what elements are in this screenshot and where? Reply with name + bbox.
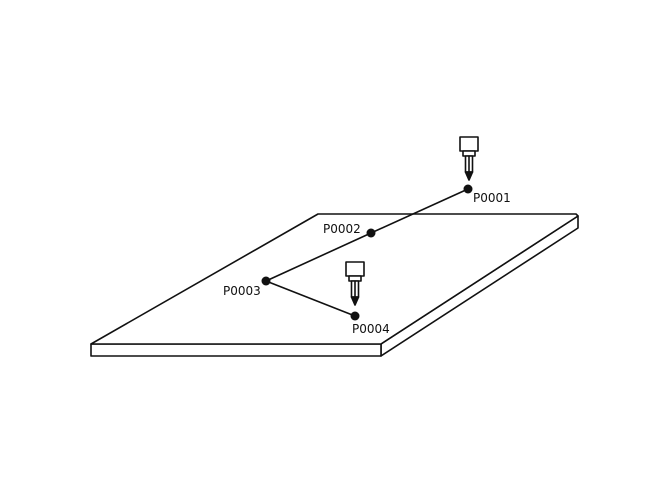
path-point-p1 — [463, 184, 473, 194]
point-label-p0002: P0002 — [323, 222, 361, 236]
point-label-p0001: P0001 — [473, 191, 511, 205]
path-points — [261, 184, 473, 321]
point-labels: P0001 P0002 P0003 P0004 — [223, 191, 511, 336]
tool-layer — [345, 136, 479, 306]
dispensing-nozzle-icon — [459, 136, 479, 181]
workpiece-plate — [90, 213, 579, 357]
point-label-p0004: P0004 — [352, 322, 390, 336]
dispense-path — [265, 188, 469, 317]
path-point-p3 — [261, 276, 271, 286]
path-point-p2 — [366, 228, 376, 238]
path-segment-p1-p2 — [370, 188, 469, 234]
path-segment-p2-p3 — [265, 232, 372, 282]
plate-top-face — [90, 213, 579, 345]
plate-front-edge — [90, 343, 382, 357]
dispensing-nozzle-icon — [345, 261, 365, 306]
path-point-p4 — [350, 311, 360, 321]
path-segment-p3-p4 — [265, 280, 356, 317]
point-label-p0003: P0003 — [223, 284, 261, 298]
